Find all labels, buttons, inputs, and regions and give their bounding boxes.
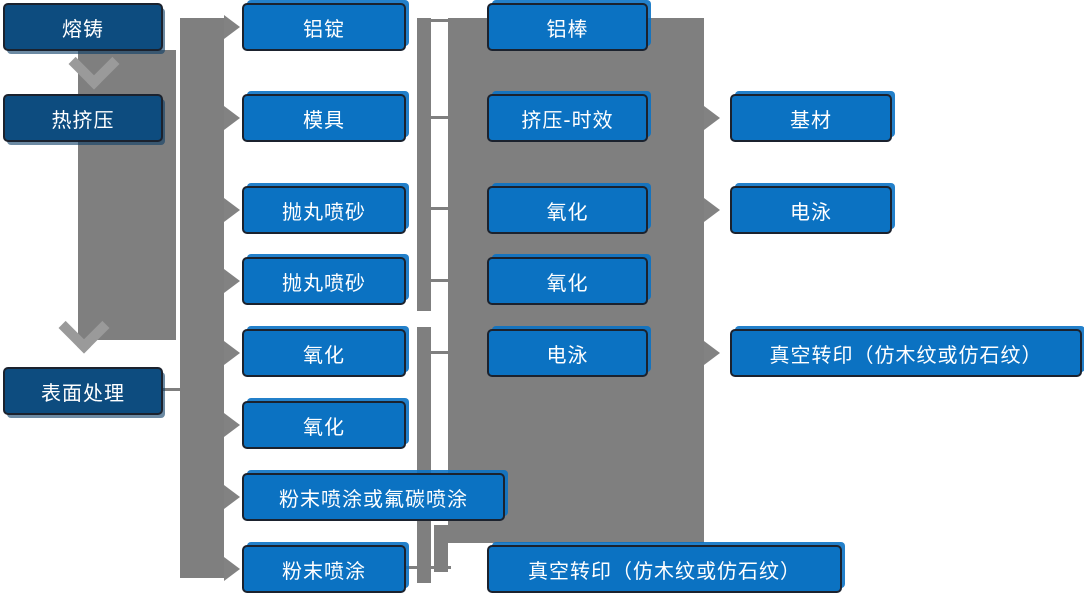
node-oxidation-4: 氧化: [487, 257, 648, 305]
node-aluminum-rod: 铝棒: [487, 3, 648, 51]
node-electrophoresis-output: 电泳: [730, 186, 892, 234]
node-label: 真空转印（仿木纹或仿石纹）: [528, 558, 801, 583]
node-label: 抛丸喷砂: [282, 199, 366, 224]
node-surface-treatment: 表面处理: [3, 367, 163, 415]
node-label: 铝棒: [546, 16, 589, 41]
arrowhead-to-mold: [224, 106, 240, 130]
arrowhead-to-powder-or-fluorocarbon: [224, 485, 240, 509]
node-substrate: 基材: [730, 94, 892, 142]
node-label: 基材: [790, 107, 832, 132]
node-label: 熔铸: [62, 16, 104, 41]
node-label: 铝锭: [303, 16, 345, 41]
arrowhead-to-substrate: [704, 106, 720, 130]
node-label: 挤压-时效: [521, 107, 614, 132]
node-electrophoresis: 电泳: [487, 329, 648, 377]
node-label: 氧化: [546, 199, 589, 224]
node-label: 氧化: [303, 342, 345, 367]
node-label: 电泳: [546, 342, 589, 367]
node-oxidation-3: 氧化: [487, 186, 648, 234]
link-mold-row: [431, 116, 448, 119]
node-label: 氧化: [546, 270, 589, 295]
node-shot-blasting-2: 抛丸喷砂: [242, 257, 406, 305]
node-label: 真空转印（仿木纹或仿石纹）: [769, 342, 1043, 367]
node-label: 电泳: [790, 199, 832, 224]
arrowhead-to-oxidation-2: [224, 413, 240, 437]
node-powder-or-fluorocarbon-coating: 粉末喷涂或氟碳喷涂: [242, 473, 505, 521]
node-oxidation-2: 氧化: [242, 401, 406, 449]
connector-surface-treatment-to-bus: [163, 388, 182, 391]
link-powder-coating-row: [405, 566, 451, 569]
node-label: 粉末喷涂: [282, 558, 366, 583]
arrowhead-to-shot-blasting-1: [224, 198, 240, 222]
connector-bar-col2-col3-lower: [417, 327, 431, 583]
arrowhead-to-oxidation-1: [224, 341, 240, 365]
node-label: 抛丸喷砂: [282, 270, 366, 295]
link-shot-blasting-2-row: [431, 279, 448, 282]
node-vacuum-transfer-bottom: 真空转印（仿木纹或仿石纹）: [487, 545, 842, 593]
node-mold: 模具: [242, 94, 406, 142]
link-shot-blasting-1-row: [431, 207, 448, 210]
arrowhead-to-aluminum-ingot: [224, 15, 240, 39]
node-label: 氧化: [303, 414, 345, 439]
node-label: 粉末喷涂或氟碳喷涂: [279, 486, 468, 511]
node-shot-blasting-1: 抛丸喷砂: [242, 186, 406, 234]
link-aluminum-ingot-row: [431, 19, 448, 22]
node-vacuum-transfer-right: 真空转印（仿木纹或仿石纹）: [730, 329, 1082, 377]
node-aluminum-ingot: 铝锭: [242, 3, 406, 51]
node-powder-coating: 粉末喷涂: [242, 545, 406, 593]
node-label: 热挤压: [51, 107, 115, 132]
arrowhead-to-shot-blasting-2: [224, 269, 240, 293]
node-oxidation-1: 氧化: [242, 329, 406, 377]
arrowhead-to-electrophoresis-out: [704, 198, 720, 222]
node-hot-extrusion: 热挤压: [3, 94, 163, 142]
node-label: 表面处理: [41, 380, 125, 405]
node-label: 模具: [303, 107, 345, 132]
connector-bar-col2-col3-bottom-short: [434, 525, 448, 572]
link-oxidation-row: [431, 351, 448, 354]
node-extrusion-aging: 挤压-时效: [487, 94, 648, 142]
arrowhead-to-powder-coating: [224, 557, 240, 581]
connector-bus-column2: [180, 18, 224, 578]
connector-bar-col2-col3-upper: [417, 18, 431, 311]
arrowhead-to-vacuum-transfer: [704, 341, 720, 365]
node-melting-casting: 熔铸: [3, 3, 163, 51]
